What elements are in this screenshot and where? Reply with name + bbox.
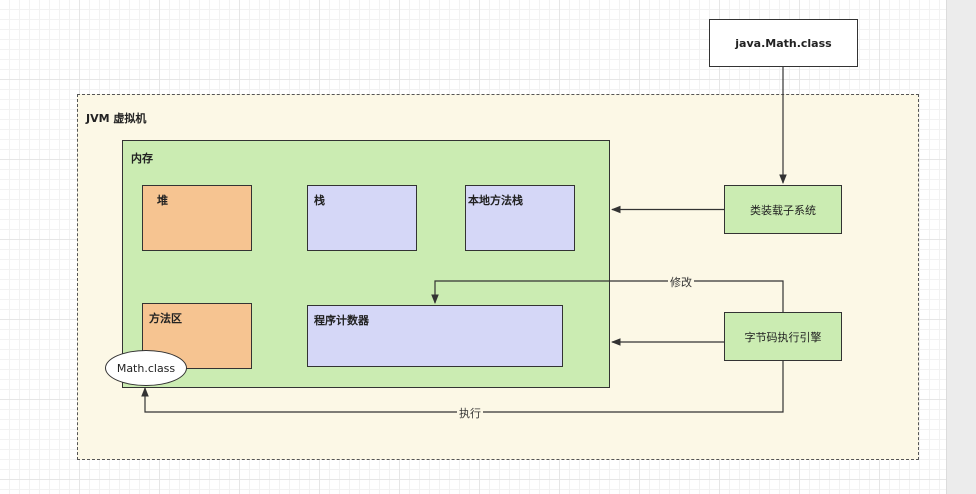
native-stack-label: 本地方法栈 xyxy=(468,194,523,207)
method-area-label: 方法区 xyxy=(149,312,182,325)
execution-engine-box: 字节码执行引擎 xyxy=(724,312,842,361)
heap-box: 堆 xyxy=(142,185,252,251)
edge-label-modify: 修改 xyxy=(668,274,694,290)
memory-label: 内存 xyxy=(131,152,153,165)
class-loader-label: 类装载子系统 xyxy=(750,203,816,217)
scrollbar-track[interactable] xyxy=(946,0,976,494)
edge-label-execute: 执行 xyxy=(457,405,483,421)
source-class-box: java.Math.class xyxy=(709,19,858,67)
program-counter-label: 程序计数器 xyxy=(314,314,369,327)
execution-engine-label: 字节码执行引擎 xyxy=(744,330,822,344)
heap-label: 堆 xyxy=(157,194,168,207)
math-class-label: Math.class xyxy=(116,361,176,375)
math-class-ellipse: Math.class xyxy=(105,350,187,386)
program-counter-box: 程序计数器 xyxy=(307,305,563,367)
stack-label: 栈 xyxy=(314,194,325,207)
source-class-label: java.Math.class xyxy=(735,36,832,50)
stack-box: 栈 xyxy=(307,185,417,251)
jvm-label: JVM 虚拟机 xyxy=(86,112,147,125)
class-loader-box: 类装载子系统 xyxy=(724,185,842,234)
native-stack-box: 本地方法栈 xyxy=(465,185,575,251)
edge-engine-to-counter xyxy=(431,280,784,312)
